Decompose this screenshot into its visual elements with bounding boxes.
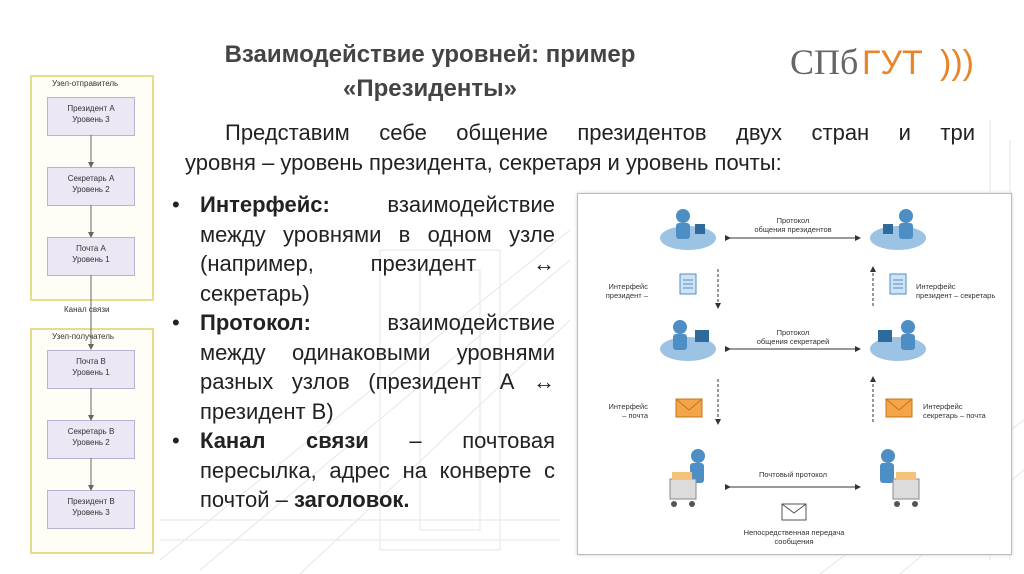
- envelope-left-icon: [675, 398, 703, 418]
- receiver-box-1: Почта В Уровень 1: [47, 350, 135, 389]
- logo-text-b: ГУТ: [862, 44, 923, 82]
- title-line-1: Взаимодействие уровней: пример: [224, 41, 636, 68]
- intro-paragraph: Представим себе общение президентов двух…: [185, 118, 975, 178]
- box-line-2: Уровень 3: [72, 508, 110, 517]
- interface-right-bottom-label: Интерфейс секретарь – почта: [923, 402, 1008, 420]
- protocol-presidents-label: Протокол общения президентов: [748, 216, 838, 234]
- bullet-text: взаимодействие между одинаковыми уровням…: [200, 310, 555, 424]
- slide-title: Взаимодействие уровней: пример «Президен…: [160, 38, 700, 106]
- postman-left-icon: [669, 449, 705, 507]
- interface-left-bottom-label: Интерфейс – почта: [588, 402, 648, 420]
- box-line-2: Уровень 1: [72, 255, 110, 264]
- bullet-protocol: Протокол: взаимодействие между одинаковы…: [170, 308, 555, 426]
- box-line-1: Почта В: [76, 357, 106, 366]
- bullet-term: Канал связи: [200, 428, 369, 453]
- sender-box-1: Президент А Уровень 3: [47, 97, 135, 136]
- label-line: президент – секретарь: [916, 291, 996, 300]
- box-line-1: Президент А: [67, 104, 115, 113]
- box-line-2: Уровень 2: [72, 185, 110, 194]
- sender-box-2: Секретарь А Уровень 2: [47, 167, 135, 206]
- title-line-2: «Президенты»: [343, 75, 517, 102]
- sender-label: Узел-отправитель: [52, 79, 119, 88]
- label-line: Протокол: [776, 328, 810, 337]
- box-line-1: Президент В: [67, 497, 115, 506]
- interface-left-top-label: Интерфейс президент –: [588, 282, 648, 300]
- bullet-term: Интерфейс:: [200, 192, 330, 217]
- label-line: сообщения: [774, 537, 814, 546]
- protocol-post-label: Почтовый протокол: [759, 470, 827, 479]
- bullet-term: Протокол:: [200, 310, 311, 335]
- box-line-1: Секретарь А: [67, 174, 115, 183]
- direct-transfer-label: Непосредственная передача сообщения: [738, 528, 850, 546]
- bullet-text: взаимодействие между уровнями в одном уз…: [200, 192, 555, 306]
- box-line-2: Уровень 3: [72, 115, 110, 124]
- president-left-icon: [660, 209, 716, 250]
- document-right-icon: [889, 273, 907, 295]
- logo-text-a: СПб: [790, 42, 858, 82]
- receiver-label: Узел-получатель: [52, 332, 115, 341]
- box-line-1: Секретарь В: [67, 427, 115, 436]
- label-line: Интерфейс: [608, 282, 648, 291]
- box-line-1: Почта А: [76, 244, 106, 253]
- label-line: общения секретарей: [756, 337, 830, 346]
- protocol-secretaries-label: Протокол общения секретарей: [748, 328, 838, 346]
- bullet-text: – почтовая пересылка, адрес на конверте …: [200, 428, 555, 512]
- bullet-list: Интерфейс: взаимодействие между уровнями…: [170, 190, 555, 515]
- document-left-icon: [679, 273, 697, 295]
- channel-label: Канал связи: [64, 305, 110, 314]
- label-line: Интерфейс: [923, 402, 963, 411]
- diagram-graphics: [660, 209, 926, 521]
- envelope-right-icon: [885, 398, 913, 418]
- receiver-box-3: Президент В Уровень 3: [47, 490, 135, 529]
- label-line: Протокол: [776, 216, 810, 225]
- sender-box-3: Почта А Уровень 1: [47, 237, 135, 276]
- label-line: Интерфейс: [916, 282, 956, 291]
- presidents-diagram: Протокол общения президентов Протокол об…: [577, 193, 1012, 555]
- bullet-interface: Интерфейс: взаимодействие между уровнями…: [170, 190, 555, 308]
- bullet-term-end: заголовок.: [293, 487, 410, 512]
- logo-waves: ))): [940, 44, 974, 82]
- president-right-icon: [870, 209, 926, 250]
- secretary-left-icon: [660, 320, 716, 361]
- receiver-box-2: Секретарь В Уровень 2: [47, 420, 135, 459]
- bullet-channel: Канал связи – почтовая пересылка, адрес …: [170, 426, 555, 515]
- secretary-right-icon: [870, 320, 926, 361]
- label-line: Непосредственная передача: [743, 528, 845, 537]
- label-line: президент –: [605, 291, 648, 300]
- flow-arrows: [88, 135, 94, 491]
- label-line: общения президентов: [754, 225, 832, 234]
- label-line: Интерфейс: [608, 402, 648, 411]
- box-line-2: Уровень 1: [72, 368, 110, 377]
- label-line: – почта: [622, 411, 648, 420]
- intro-line-2: уровня – уровень президента, секретаря и…: [185, 150, 782, 175]
- label-line: секретарь – почта: [923, 411, 986, 420]
- university-logo: СПб ГУТ ))): [790, 42, 974, 82]
- box-line-2: Уровень 2: [72, 438, 110, 447]
- postman-right-icon: [880, 449, 920, 507]
- intro-line-1: Представим себе общение президентов двух…: [225, 120, 975, 145]
- interface-right-top-label: Интерфейс президент – секретарь: [916, 282, 1008, 300]
- left-flow-diagram: Узел-отправитель Президент А Уровень 3 С…: [30, 75, 154, 555]
- mail-envelope-icon: [781, 503, 807, 521]
